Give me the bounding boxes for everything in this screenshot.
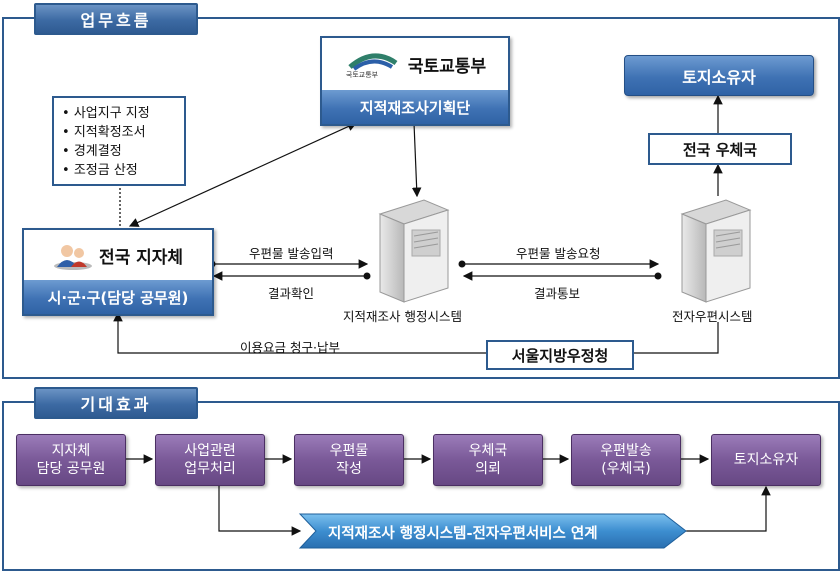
task-item: 경계결정	[62, 142, 184, 161]
integration-label: 지적재조사 행정시스템-전자우편서비스 연계	[328, 526, 598, 542]
step-line1: 토지소유자	[733, 452, 799, 468]
people-icon	[53, 245, 92, 270]
epost-server-icon	[680, 199, 752, 303]
step-box: 토지소유자	[711, 434, 821, 486]
regional-post-label: 서울지방우정청	[511, 346, 609, 365]
epost-system-label: 전자우편시스템	[672, 309, 753, 324]
step-line2: 담당 공무원	[36, 461, 106, 477]
step-line2: 작성	[336, 461, 362, 477]
fee-label: 이용요금 청구·납부	[240, 340, 340, 355]
step-line1: 우체국	[468, 443, 508, 459]
municipality-box: 전국 지자체 시·군·구(담당 공무원)	[22, 228, 214, 316]
post-office-label: 전국 우체국	[682, 140, 758, 159]
ministry-name: 국토교통부	[407, 56, 487, 77]
admin-system-label: 지적재조사 행정시스템	[343, 309, 462, 324]
step-line1: 사업관련	[184, 443, 236, 459]
ministry-unit: 지적재조사기획단	[359, 98, 471, 117]
ministry-box: 국토교통부 국토교통부 지적재조사기획단	[320, 36, 510, 126]
task-item: 조정금 산정	[62, 161, 184, 180]
municipality-staff: 시·군·구(담당 공무원)	[47, 288, 189, 307]
step-line1: 우편물	[329, 443, 369, 459]
step-line2: 의뢰	[475, 461, 501, 477]
step-line2: (우체국)	[601, 461, 651, 477]
admin-server-icon	[378, 199, 450, 303]
mail-input-label: 우편물 발송입력	[249, 246, 334, 261]
effects-section	[2, 401, 840, 571]
step-line1: 지자체	[51, 443, 91, 459]
land-owner-box: 토지소유자	[624, 55, 814, 96]
regional-post-box: 서울지방우정청	[486, 340, 634, 370]
municipality-header: 전국 지자체	[24, 230, 212, 280]
result-check-label: 결과확인	[268, 286, 315, 301]
result-notice-label: 결과통보	[534, 286, 581, 301]
land-owner-label: 토지소유자	[682, 67, 756, 87]
ministry-logo-icon	[348, 53, 398, 71]
ministry-unit-bar: 지적재조사기획단	[322, 90, 508, 124]
task-item: 사업지구 지정	[62, 104, 184, 123]
municipality-staff-bar: 시·군·구(담당 공무원)	[24, 280, 212, 314]
step-box: 우편발송 (우체국)	[571, 434, 681, 486]
ministry-logo: 국토교통부	[344, 49, 402, 79]
ministry-header: 국토교통부 국토교통부	[322, 38, 508, 90]
task-list: 사업지구 지정 지적확정조서 경계결정 조정금 산정	[54, 98, 184, 180]
step-line1: 우편발송	[600, 443, 652, 459]
send-request-label: 우편물 발송요청	[516, 246, 601, 261]
workflow-section-title: 업무흐름	[34, 3, 198, 35]
municipality-name: 전국 지자체	[98, 247, 184, 268]
task-list-box: 사업지구 지정 지적확정조서 경계결정 조정금 산정	[52, 96, 186, 186]
step-line2: 업무처리	[184, 461, 236, 477]
ministry-logo-caption: 국토교통부	[345, 71, 379, 79]
task-item: 지적확정조서	[62, 123, 184, 142]
effects-section-title: 기대효과	[34, 387, 198, 419]
post-office-box: 전국 우체국	[648, 133, 792, 165]
